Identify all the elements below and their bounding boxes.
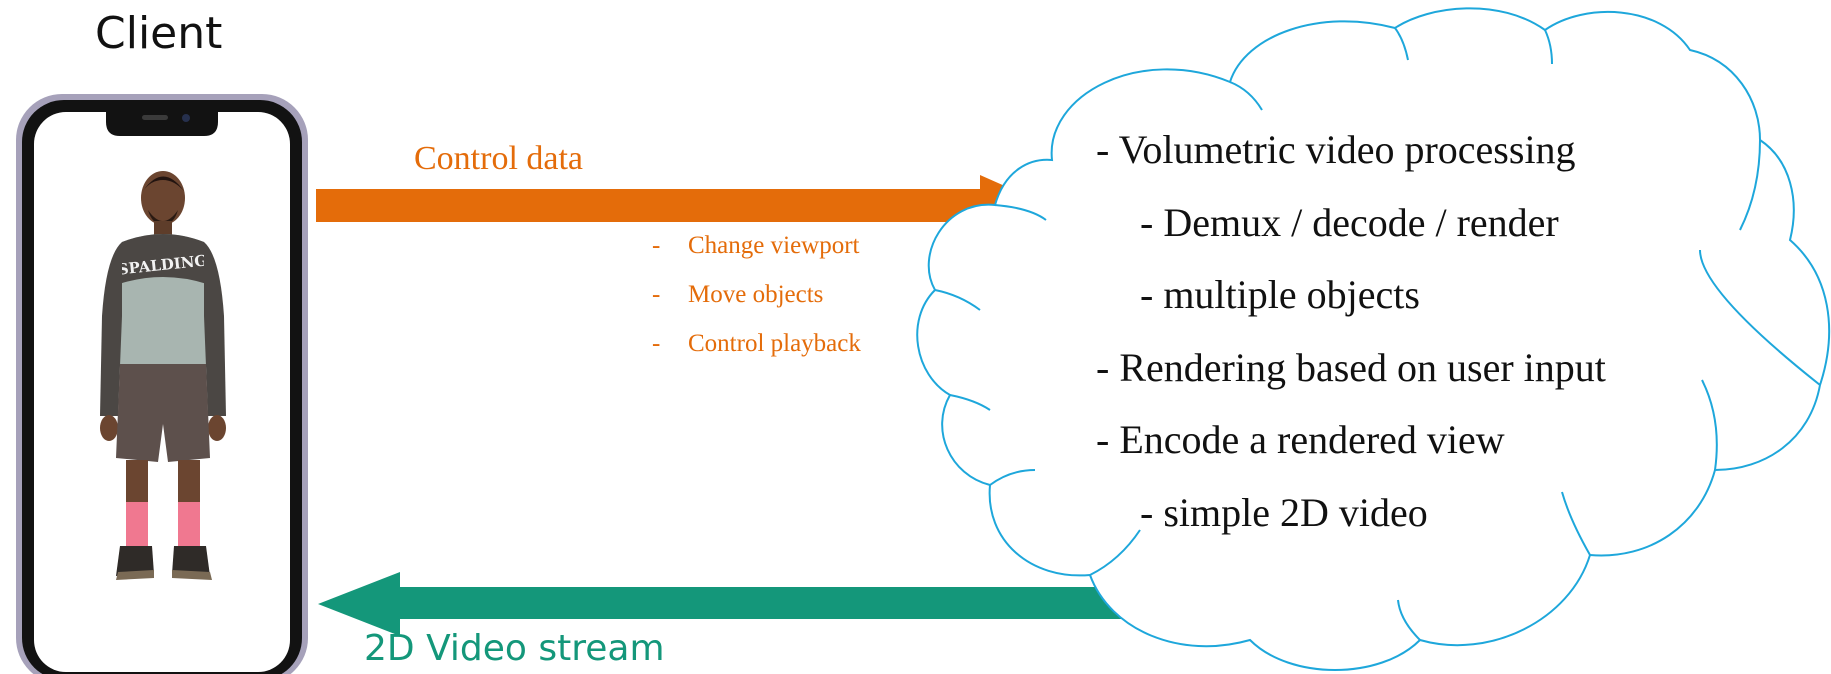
person-head [141,171,185,225]
server-item-encode-rendered-view: - Encode a rendered view [1096,417,1505,463]
list-bullet: - [652,330,661,357]
server-item-rendering-user-input: - Rendering based on user input [1096,344,1606,390]
person-shorts [116,364,210,462]
control-data-arrow [316,175,1050,237]
list-bullet: - [652,232,661,259]
control-data-label: Control data [414,140,584,177]
video-stream-label: 2D Video stream [364,628,665,669]
server-subitem-simple-2d-video: - simple 2D video [1140,489,1428,535]
cloud-inner-arcs [934,27,1821,641]
speaker-icon [142,115,168,120]
camera-icon [182,114,190,122]
volumetric-person: SPALDING [88,166,238,606]
server-subitem-demux-decode-render: - Demux / decode / render [1140,199,1559,245]
control-item-label: Move objects [688,281,824,308]
phone-notch [106,110,218,136]
list-bullet: - [652,281,661,308]
cloud-outline [916,7,1831,671]
control-data-list: - Change viewport - Move objects - Contr… [652,232,861,379]
control-item-change-viewport: - Change viewport [652,232,861,281]
control-item-control-playback: - Control playback [652,330,861,379]
client-title: Client [95,8,223,59]
server-subitem-multiple-objects: - multiple objects [1140,272,1420,318]
control-item-label: Control playback [688,330,861,357]
control-item-move-objects: - Move objects [652,281,861,330]
control-item-label: Change viewport [688,232,860,259]
server-processing-list: - Volumetric video processing - Demux / … [1096,120,1606,556]
video-stream-arrow [318,572,1140,636]
server-item-volumetric-processing: - Volumetric video processing [1096,127,1576,172]
